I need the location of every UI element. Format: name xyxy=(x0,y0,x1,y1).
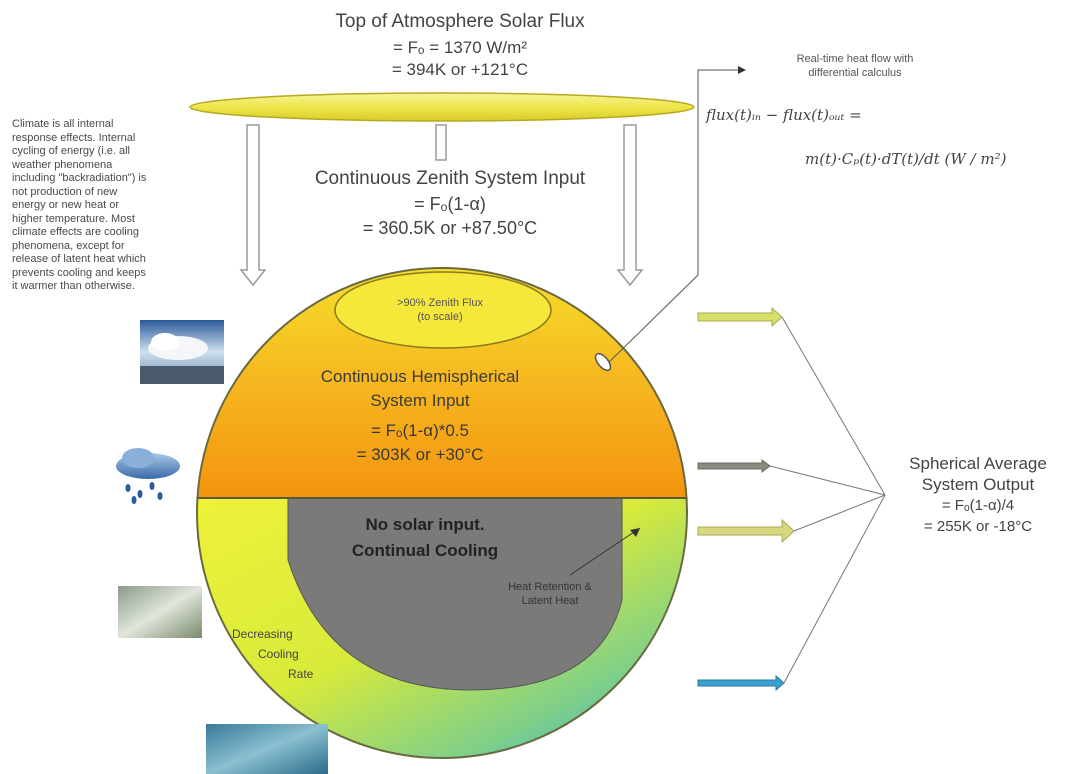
hemisphere-title1: Continuous Hemispherical xyxy=(320,367,520,386)
spherical-title2: System Output xyxy=(921,475,1035,494)
top-flux-value: = Fₒ = 1370 W/m² xyxy=(393,38,527,57)
calculus-equation-rhs: m(t)·Cₚ(t)·dT(t)/dt (W / m²) xyxy=(805,150,1007,168)
downward-arrows xyxy=(239,124,644,287)
decreasing-line3: Rate xyxy=(288,667,314,681)
fog-photo xyxy=(118,586,202,638)
realtime-note: Real-time heat flow with differential ca… xyxy=(740,52,970,80)
rain-cloud-icon xyxy=(116,448,180,504)
spherical-title1: Spherical Average xyxy=(909,454,1047,473)
zenith-flux-ellipse xyxy=(334,271,552,349)
climate-note: Climate is all internal response effects… xyxy=(12,118,147,292)
night-line1: No solar input. xyxy=(365,515,485,534)
decreasing-line1: Decreasing xyxy=(232,627,293,641)
spherical-output: Spherical Average System Output = Fₒ(1-α… xyxy=(868,453,1084,537)
zenith-flux-line1: >90% Zenith Flux xyxy=(397,297,483,309)
converging-lines xyxy=(769,316,886,684)
water-photo xyxy=(206,724,328,774)
night-line2: Continual Cooling xyxy=(351,541,499,560)
hemisphere-title2: System Input xyxy=(370,391,470,410)
cloud-photo xyxy=(140,320,224,384)
zenith-formula: = Fₒ(1-α) xyxy=(414,194,486,214)
solar-flux-disc xyxy=(189,92,695,122)
top-temp-value: = 394K or +121°C xyxy=(391,60,529,79)
heat-retention-label: Heat Retention & Latent Heat xyxy=(470,580,630,608)
decreasing-line2: Cooling xyxy=(258,647,299,661)
realtime-note-line2: differential calculus xyxy=(808,67,902,79)
probe-icon xyxy=(594,352,612,372)
decreasing-cooling-label: Decreasing Cooling Rate xyxy=(232,624,342,684)
spherical-formula: = Fₒ(1-α)/4 xyxy=(941,497,1015,514)
output-arrows xyxy=(697,306,795,692)
hemisphere-formula: = Fₒ(1-α)*0.5 xyxy=(371,421,469,440)
hemisphere-temp: = 303K or +30°C xyxy=(356,445,484,464)
calculus-pointer xyxy=(604,69,738,367)
zenith-title: Continuous Zenith System Input xyxy=(314,168,586,189)
heat-retention-line1: Heat Retention & xyxy=(508,581,592,593)
zenith-flux-label: >90% Zenith Flux (to scale) xyxy=(340,296,540,324)
zenith-flux-line2: (to scale) xyxy=(417,311,463,323)
realtime-note-line1: Real-time heat flow with xyxy=(796,53,914,65)
top-title: Top of Atmosphere Solar Flux xyxy=(335,11,585,32)
spherical-temp: = 255K or -18°C xyxy=(923,518,1033,535)
zenith-temp: = 360.5K or +87.50°C xyxy=(362,218,538,238)
calculus-equation-lhs: flux(t)ᵢₙ − flux(t)ₒᵤₜ = xyxy=(706,106,862,124)
heat-retention-line2: Latent Heat xyxy=(521,595,579,607)
